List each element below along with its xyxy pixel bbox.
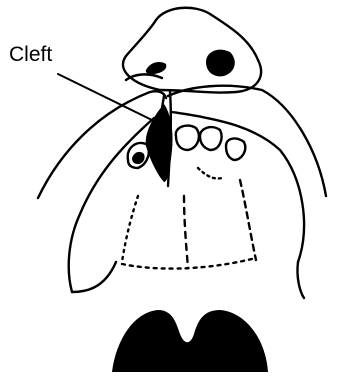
palatal-dots: [198, 168, 222, 179]
pharynx-shape: [112, 310, 268, 372]
tooth-2: [200, 127, 222, 150]
lower-tongue-outline: [122, 258, 256, 269]
palatal-line-left: [122, 196, 138, 262]
palatal-line-right: [240, 180, 256, 260]
right-nostril: [206, 50, 235, 77]
right-palatal-shelf: [172, 112, 304, 262]
cleft-opening: [146, 104, 173, 182]
palatal-line-center: [184, 196, 188, 268]
left-palatal-shelf: [69, 118, 154, 292]
upper-lip-right: [168, 86, 326, 196]
nose-outline: [123, 8, 261, 93]
tooth-3: [226, 139, 245, 160]
cleft-label: Cleft: [9, 44, 52, 65]
tooth-1: [176, 126, 199, 150]
tooth-left-shade: [132, 152, 145, 164]
left-nostril: [146, 62, 167, 74]
lower-ridge-right: [297, 262, 304, 298]
lower-ridge-left: [72, 262, 116, 292]
